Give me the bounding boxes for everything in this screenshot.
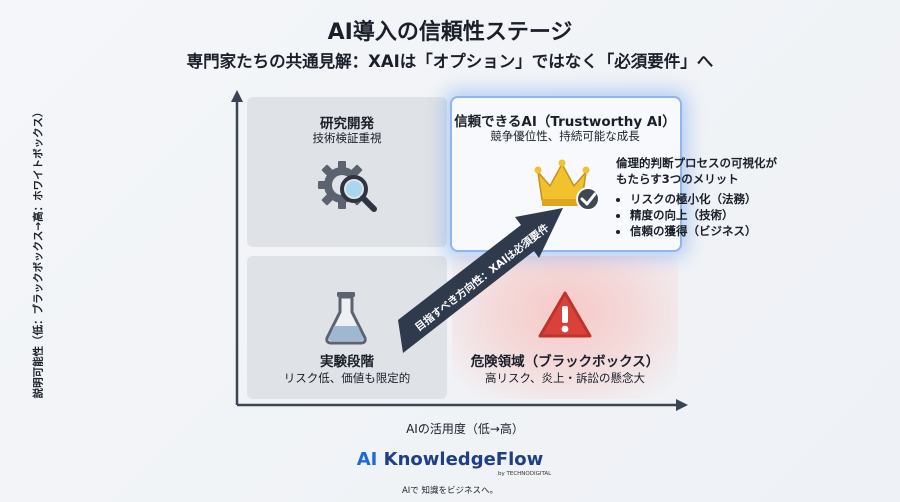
quadrant-experiment-sub: リスク低、価値も限定的 [283,371,411,385]
gear-magnifier-icon [318,161,377,212]
brand-tagline: AIで 知識をビジネスへ。 [401,486,499,496]
benefits-heading-1: 倫理的判断プロセスの可視化が [616,156,777,170]
quadrant-trustworthy-sub: 競争優位性、持続可能な成長 [490,129,640,143]
x-axis-label: AIの活用度（低→高） [406,422,524,436]
quadrant-research-title: 研究開発 [320,116,374,132]
flask-icon [325,292,367,345]
brand-logo-ai: AI [356,449,378,470]
page-subtitle: 専門家たちの共通見解：XAIは「オプション」ではなく「必須要件」へ [186,52,714,71]
y-axis-label: 説明可能性（低：ブラックボックス→高：ホワイトボックス） [32,106,45,399]
brand-byline: by TECHNODIGITAL [498,471,552,477]
brand-logo: AI KnowledgeFlow [0,449,900,470]
quadrant-research-sub: 技術検証重視 [312,131,382,145]
y-axis-arrowhead [231,90,243,102]
benefit-item: 精度の向上（技術） [630,207,777,223]
benefits-box: 倫理的判断プロセスの可視化が もたらす3つのメリット リスクの極小化（法務） 精… [616,155,777,239]
quadrant-experiment-title: 実験段階 [320,354,374,370]
benefits-heading-2: もたらす3つのメリット [616,172,739,186]
crown-check-icon [534,159,600,210]
page-title: AI導入の信頼性ステージ [327,20,573,45]
brand-logo-name: KnowledgeFlow [383,449,544,470]
benefit-item: 信頼の獲得（ビジネス） [630,223,777,239]
quadrant-trustworthy [450,96,682,252]
warning-icon [538,291,592,338]
x-axis-arrowhead [676,399,688,411]
quadrant-trustworthy-title: 信頼できるAI（Trustworthy AI） [454,114,676,130]
quadrant-danger-title: 危険領域（ブラックボックス） [470,354,660,370]
benefit-item: リスクの極小化（法務） [630,191,777,207]
quadrant-danger-sub: 高リスク、炎上・訴訟の懸念大 [485,371,645,385]
